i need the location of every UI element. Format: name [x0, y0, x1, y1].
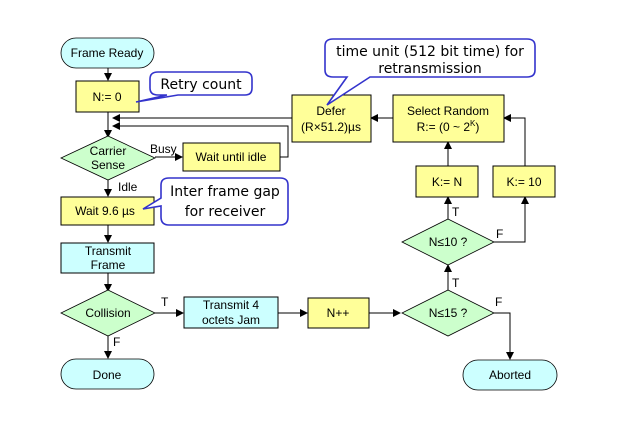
node-k-eq-10: K:= 10 [492, 165, 556, 198]
node-wait-until-idle: Wait until idle [182, 142, 281, 172]
n-zero-label: N:= 0 [92, 90, 121, 104]
collision-label: Collision [85, 306, 130, 320]
k-eq-n-label: K:= N [432, 175, 462, 189]
edge-wait-to-carrier [112, 122, 289, 158]
callout-retry-text: Retry count [160, 77, 242, 93]
defer-label-2: (R×51.2)µs [301, 120, 361, 134]
node-transmit-jam: Transmit 4 octets Jam [183, 296, 279, 329]
callout-retry-count: Retry count [135, 71, 253, 103]
node-collision: Collision [60, 289, 156, 337]
callout-time-unit-text-1: time unit (512 bit time) for [336, 44, 524, 60]
node-n-inc: N++ [307, 297, 370, 329]
select-random-label-2: R:= (0 ~ 2K) [417, 119, 480, 134]
transmit-jam-label-1: Transmit 4 [203, 298, 260, 312]
edge-n15-false [494, 312, 514, 360]
edge-label-collision-true: T [161, 295, 169, 309]
k-eq-10-label: K:= 10 [506, 175, 541, 189]
node-k-eq-n: K:= N [415, 165, 479, 198]
callout-ifg-text-1: Inter frame gap [170, 184, 280, 200]
callout-time-unit: time unit (512 bit time) for retransmiss… [324, 38, 536, 106]
edge-k10-to-select [503, 114, 526, 166]
wait-until-idle-label: Wait until idle [196, 150, 267, 164]
node-n-le-10: N≤10 ? [401, 218, 495, 266]
node-n-zero: N:= 0 [75, 80, 140, 113]
wait-9-6-label: Wait 9.6 µs [75, 204, 135, 218]
edge-n10-false [494, 196, 529, 243]
edge-label-idle: Idle [118, 180, 138, 194]
callout-inter-frame-gap: Inter frame gap for receiver [142, 177, 289, 226]
callout-time-unit-text-2: retransmission [378, 61, 482, 77]
defer-label-1: Defer [316, 104, 345, 118]
node-carrier-sense: Carrier Sense [60, 135, 156, 181]
transmit-frame-label-1: Transmit [85, 244, 132, 258]
frame-ready-label: Frame Ready [71, 46, 144, 60]
edge-label-n10-true: T [452, 205, 460, 219]
node-frame-ready: Frame Ready [60, 37, 155, 69]
carrier-sense-label-1: Carrier [90, 144, 127, 158]
node-aborted: Aborted [462, 359, 558, 391]
callout-ifg-text-2: for receiver [185, 204, 266, 220]
edge-label-busy: Busy [150, 142, 177, 156]
node-wait-9-6: Wait 9.6 µs [60, 196, 155, 226]
connectors [104, 68, 529, 360]
edge-label-n15-true: T [452, 276, 460, 290]
node-n-le-15: N≤15 ? [401, 289, 495, 337]
transmit-frame-label-2: Frame [91, 258, 126, 272]
aborted-label: Aborted [489, 368, 531, 382]
node-done: Done [60, 358, 155, 390]
done-label: Done [93, 368, 122, 382]
n-le-15-label: N≤15 ? [429, 306, 468, 320]
node-select-random: Select Random R:= (0 ~ 2K) [392, 94, 505, 143]
transmit-jam-label-2: octets Jam [202, 313, 260, 327]
n-inc-label: N++ [327, 306, 350, 320]
edge-label-n15-false: F [495, 295, 502, 309]
node-transmit-frame: Transmit Frame [60, 242, 155, 274]
n-le-10-label: N≤10 ? [429, 235, 468, 249]
edge-label-n10-false: F [496, 227, 503, 241]
edge-label-collision-false: F [113, 335, 120, 349]
carrier-sense-label-2: Sense [91, 158, 125, 172]
select-random-label-1: Select Random [407, 104, 489, 118]
